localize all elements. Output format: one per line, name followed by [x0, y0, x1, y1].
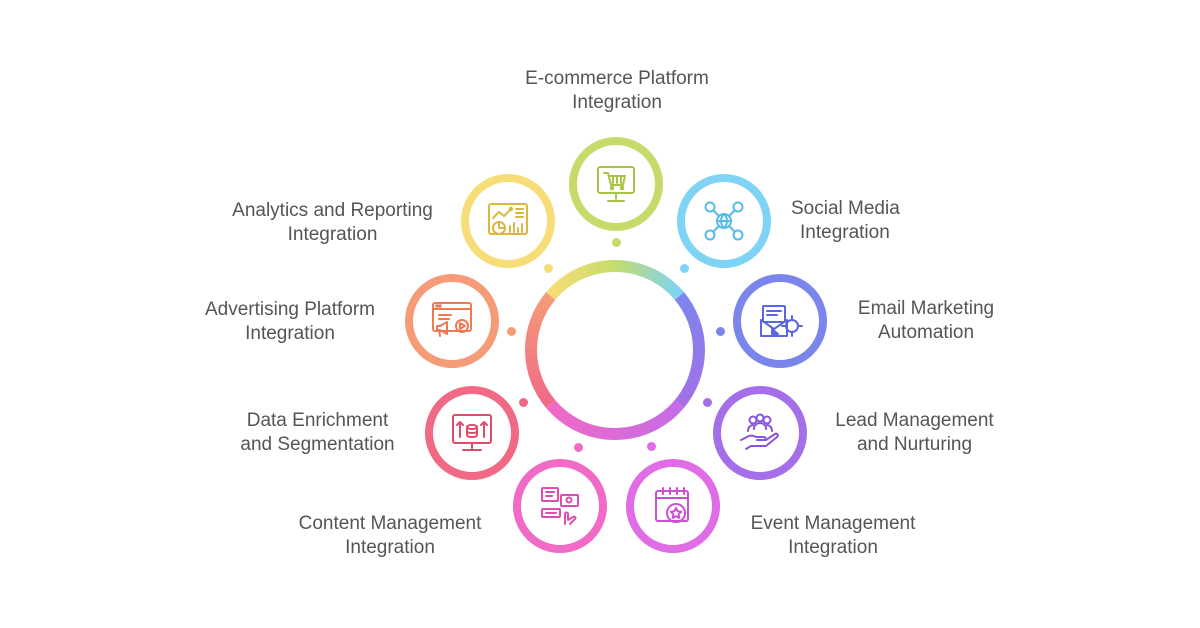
- calendar-gear-icon: [655, 487, 689, 523]
- label-content: Content Management Integration: [280, 512, 500, 560]
- hand-people-icon: [740, 413, 779, 450]
- connector-dot: [612, 238, 621, 247]
- connector-dot: [574, 443, 583, 452]
- ring-segment: [674, 292, 705, 408]
- label-social: Social Media Integration: [791, 197, 900, 245]
- label-data: Data Enrichment and Segmentation: [220, 409, 415, 457]
- ring-segment: [546, 260, 684, 300]
- email-gear-icon: [760, 305, 803, 337]
- connector-dot: [647, 442, 656, 451]
- node-ecommerce: [569, 137, 663, 231]
- node-social: [677, 174, 771, 268]
- label-lead: Lead Management and Nurturing: [822, 409, 1007, 457]
- label-line: Integration: [245, 323, 335, 344]
- ring-segment: [525, 292, 556, 408]
- connector-dot: [716, 327, 725, 336]
- connector-dot: [544, 264, 553, 273]
- label-line: Lead Management: [835, 410, 994, 431]
- label-line: E-commerce Platform: [525, 68, 709, 89]
- label-line: Data Enrichment: [246, 410, 389, 431]
- node-analytics: [461, 174, 555, 268]
- label-line: Integration: [345, 537, 435, 558]
- label-line: Email Marketing: [857, 298, 995, 319]
- node-event: [626, 459, 720, 553]
- content-chat-icon: [541, 487, 579, 525]
- label-line: and Nurturing: [856, 434, 973, 455]
- connector-dot: [519, 398, 528, 407]
- label-line: Integration: [287, 224, 378, 245]
- analytics-chart-icon: [488, 203, 528, 235]
- label-line: Integration: [800, 222, 890, 243]
- label-event: Event Management Integration: [733, 512, 933, 560]
- label-line: Automation: [877, 322, 975, 343]
- database-monitor-icon: [452, 414, 492, 451]
- label-line: Event Management: [750, 513, 916, 534]
- label-advertising: Advertising Platform Integration: [185, 298, 395, 346]
- node-email: [733, 274, 827, 368]
- label-line: Analytics and Reporting: [232, 200, 433, 221]
- label-email: Email Marketing Automation: [836, 297, 1016, 345]
- label-analytics: Analytics and Reporting Integration: [210, 199, 455, 247]
- node-content: [513, 459, 607, 553]
- label-line: Integration: [572, 92, 662, 113]
- connector-dot: [507, 327, 516, 336]
- label-line: Social Media: [791, 198, 900, 219]
- node-advertising: [405, 274, 499, 368]
- label-ecommerce: E-commerce Platform Integration: [497, 67, 737, 115]
- connector-dot: [680, 264, 689, 273]
- ring-segment: [546, 400, 684, 440]
- node-data: [425, 386, 519, 480]
- connector-dot: [703, 398, 712, 407]
- label-line: Content Management: [298, 513, 482, 534]
- label-line: and Segmentation: [240, 434, 395, 455]
- label-line: Advertising Platform: [204, 299, 375, 320]
- node-lead: [713, 386, 807, 480]
- shopping-cart-monitor-icon: [597, 166, 635, 202]
- label-line: Integration: [788, 537, 878, 558]
- megaphone-browser-icon: [432, 302, 472, 337]
- social-network-globe-icon: [704, 201, 744, 241]
